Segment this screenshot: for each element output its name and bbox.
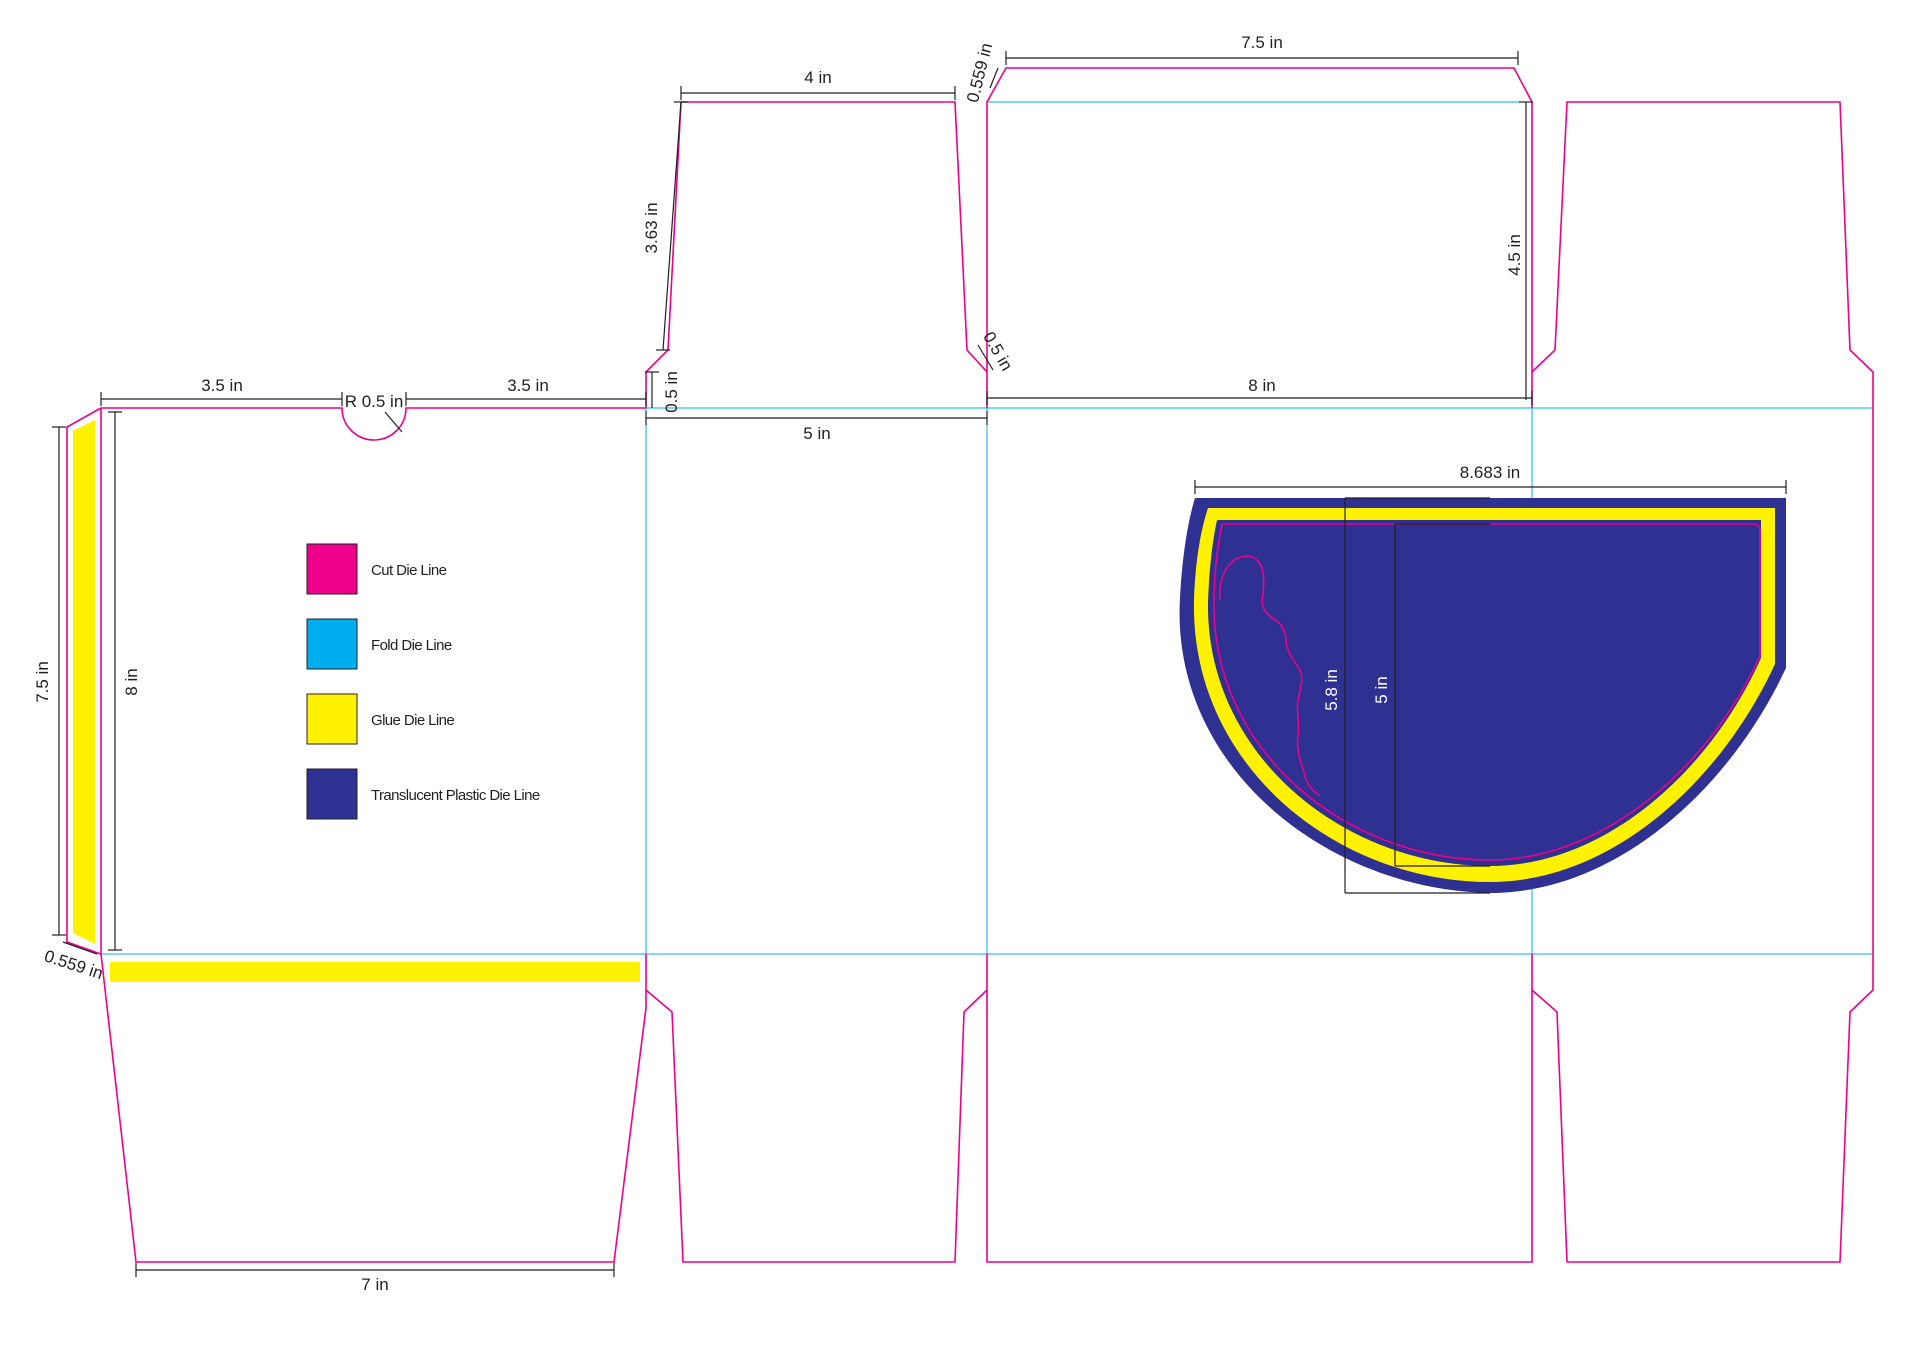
- label-right-segment: 3.5 in: [507, 376, 549, 395]
- label-top-flap-width: 4 in: [804, 68, 831, 87]
- legend-label-plastic: Translucent Plastic Die Line: [371, 787, 540, 804]
- glue-strip-bottom: [110, 962, 640, 982]
- legend-swatch-glue: [306, 693, 358, 745]
- dimension-lines: [52, 51, 1787, 1277]
- legend-item-cut: Cut Die Line: [306, 543, 447, 595]
- label-thumb-radius: R 0.5 in: [345, 392, 404, 411]
- label-side-width: 5 in: [803, 424, 830, 443]
- label-top-flap-height: 3.63 in: [642, 202, 661, 253]
- window-plastic-inner: [1207, 520, 1761, 866]
- legend-label-cut: Cut Die Line: [371, 562, 447, 579]
- cut-bottom-side-2: [1531, 954, 1874, 1263]
- legend-label-fold: Fold Die Line: [371, 637, 452, 654]
- legend-item-glue: Glue Die Line: [306, 693, 455, 745]
- dimension-labels: 4 in 7.5 in 0.559 in 3.63 in 4.5 in 0.5 …: [33, 33, 1524, 1294]
- dim-line-top-bevel: [989, 67, 999, 89]
- label-lid-height: 4.5 in: [1505, 234, 1524, 276]
- window-silhouette: [1219, 555, 1321, 797]
- label-tab-height: 0.5 in: [662, 371, 681, 413]
- legend-swatch-cut: [306, 543, 358, 595]
- label-bottom-width: 7 in: [361, 1275, 388, 1294]
- cut-bottom-side-1: [645, 989, 988, 1263]
- legend-swatch-fold: [306, 618, 358, 670]
- cut-left-tab: [66, 407, 102, 955]
- legend-label-glue: Glue Die Line: [371, 712, 454, 729]
- label-small-notch: 0.5 in: [979, 328, 1016, 374]
- label-window-width: 8.683 in: [1460, 463, 1521, 482]
- label-window-inner-height: 5 in: [1372, 676, 1391, 703]
- label-front-width: 8 in: [1248, 376, 1275, 395]
- cut-top-flap-1: [645, 101, 988, 408]
- legend-item-fold: Fold Die Line: [306, 618, 452, 670]
- label-window-outer-height: 5.8 in: [1322, 669, 1341, 711]
- cut-bottom-front: [986, 954, 1533, 1263]
- legend-item-plastic: Translucent Plastic Die Line: [306, 768, 540, 820]
- glue-areas: [73, 420, 640, 982]
- cut-lid-flap: [986, 67, 1533, 408]
- plastic-window: [1179, 498, 1786, 893]
- dim-line-thumb-radius: [384, 411, 403, 433]
- label-lid-width: 7.5 in: [1241, 33, 1283, 52]
- label-glue-height: 7.5 in: [33, 661, 52, 703]
- glue-strip-left: [73, 420, 95, 944]
- cut-back-top: [101, 407, 646, 441]
- legend: Cut Die Line Fold Die Line Glue Die Line…: [306, 543, 540, 820]
- legend-swatch-plastic: [306, 768, 358, 820]
- label-left-segment: 3.5 in: [201, 376, 243, 395]
- dim-line-bottom-bevel: [62, 941, 98, 955]
- cut-bottom-back: [100, 953, 647, 1263]
- dim-line-top-flap-height: [662, 101, 682, 351]
- dim-line-small-notch: [977, 344, 994, 371]
- label-back-height: 8 in: [122, 668, 141, 695]
- cut-top-flap-2: [1531, 101, 1874, 408]
- window-cut-line: [1213, 523, 1761, 861]
